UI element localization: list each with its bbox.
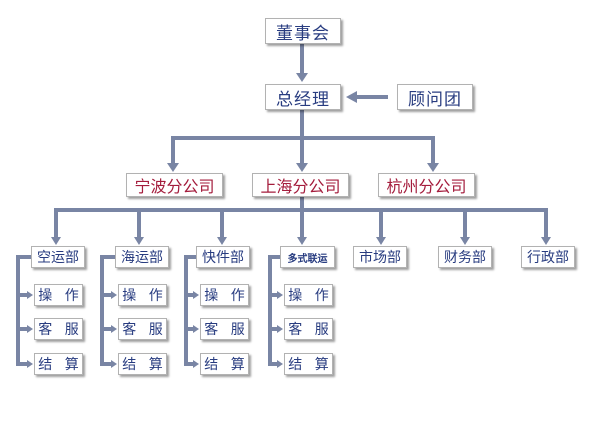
arrowhead-down bbox=[217, 237, 227, 245]
sub-settlement: 结 算 bbox=[34, 353, 83, 375]
branch-hangzhou: 杭州分公司 bbox=[378, 173, 475, 197]
dept-marketing: 市场部 bbox=[353, 246, 407, 268]
sub-operations: 操 作 bbox=[34, 284, 83, 306]
branch-ningbo: 宁波分公司 bbox=[126, 173, 223, 197]
sub-customer-service: 客 服 bbox=[118, 318, 167, 340]
arrowhead-right bbox=[111, 360, 117, 368]
dept-ocean-freight: 海运部 bbox=[115, 246, 169, 268]
arrowhead-right bbox=[277, 360, 283, 368]
branch-label: 宁波分公司 bbox=[134, 177, 215, 196]
dept-multimodal: 多式联运 bbox=[280, 246, 335, 268]
arrowhead-down bbox=[376, 237, 386, 245]
sub-settlement: 结 算 bbox=[284, 353, 333, 375]
arrowhead-down bbox=[134, 237, 144, 245]
arrowhead-right bbox=[193, 291, 199, 299]
advisory-group-box: 顾问团 bbox=[397, 84, 473, 110]
dept-finance: 财务部 bbox=[438, 246, 492, 268]
general-manager-label: 总经理 bbox=[276, 89, 330, 110]
arrowhead-right bbox=[27, 325, 33, 333]
general-manager-box: 总经理 bbox=[265, 84, 341, 110]
sub-settlement: 结 算 bbox=[200, 353, 249, 375]
arrowhead-down bbox=[460, 237, 470, 245]
arrowhead-down bbox=[427, 163, 439, 172]
arrowhead-right bbox=[27, 360, 33, 368]
arrowhead-down bbox=[296, 73, 308, 82]
branch-label: 杭州分公司 bbox=[386, 177, 467, 196]
sub-operations: 操 作 bbox=[118, 284, 167, 306]
sub-operations: 操 作 bbox=[284, 284, 333, 306]
dept-label: 市场部 bbox=[359, 250, 401, 266]
dept-label: 多式联运 bbox=[287, 253, 328, 265]
sub-settlement: 结 算 bbox=[118, 353, 167, 375]
arrowhead-right bbox=[277, 291, 283, 299]
dept-air-freight: 空运部 bbox=[31, 246, 85, 268]
sub-operations: 操 作 bbox=[200, 284, 249, 306]
sub-customer-service: 客 服 bbox=[34, 318, 83, 340]
arrowhead-right bbox=[27, 291, 33, 299]
dept-label: 空运部 bbox=[37, 250, 79, 266]
dept-administration: 行政部 bbox=[521, 246, 575, 268]
dept-label: 行政部 bbox=[527, 250, 569, 266]
arrowhead-right bbox=[111, 325, 117, 333]
branch-label: 上海分公司 bbox=[260, 177, 341, 196]
arrowhead-down bbox=[167, 163, 179, 172]
arrowhead-left bbox=[346, 91, 357, 103]
branch-shanghai: 上海分公司 bbox=[252, 173, 349, 197]
arrowhead-right bbox=[277, 325, 283, 333]
arrowhead-right bbox=[111, 291, 117, 299]
dept-label: 海运部 bbox=[121, 250, 163, 266]
advisory-group-label: 顾问团 bbox=[408, 89, 462, 110]
dept-label: 快件部 bbox=[202, 250, 244, 266]
arrowhead-down bbox=[51, 237, 61, 245]
sub-customer-service: 客 服 bbox=[200, 318, 249, 340]
dept-express: 快件部 bbox=[196, 246, 250, 268]
dept-label: 财务部 bbox=[444, 250, 486, 266]
arrowhead-down bbox=[296, 163, 308, 172]
arrowhead-down bbox=[297, 237, 307, 245]
sub-customer-service: 客 服 bbox=[284, 318, 333, 340]
arrowhead-right bbox=[193, 325, 199, 333]
arrowhead-down bbox=[541, 237, 551, 245]
arrowhead-right bbox=[193, 360, 199, 368]
board-box: 董事会 bbox=[265, 18, 341, 44]
board-label: 董事会 bbox=[276, 23, 330, 44]
